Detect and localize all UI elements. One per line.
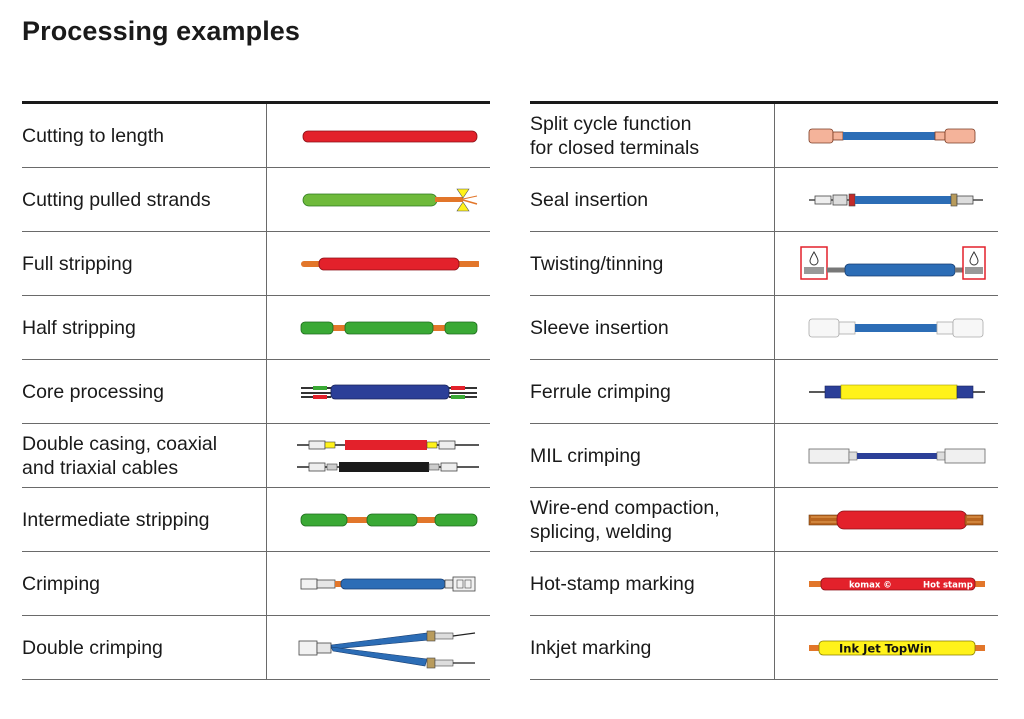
row-label: Seal insertion [530, 168, 775, 231]
table-row: MIL crimping [530, 424, 998, 488]
row-label: Cutting to length [22, 104, 267, 167]
green-cable-intermediate-stripped-icon [300, 513, 477, 526]
closed-terminals-cable-icon [808, 128, 975, 143]
row-label: Twisting/tinning [530, 232, 775, 295]
table-row: Seal insertion [530, 168, 998, 232]
compacted-wire-end-icon [808, 510, 983, 529]
processing-table-left: Cutting to length Cutting pulled strands… [22, 101, 490, 680]
table-row: Split cycle function for closed terminal… [530, 104, 998, 168]
hot-stamp-brand: komax © [849, 580, 892, 590]
mil-crimped-cable-icon [808, 448, 985, 463]
row-label: Half stripping [22, 296, 267, 359]
table-row: Half stripping [22, 296, 490, 360]
table-row: Cutting pulled strands [22, 168, 490, 232]
green-cable-pulled-strands-icon [302, 188, 477, 211]
blue-cable-crimped-icon [300, 576, 475, 591]
row-label: Wire-end compaction, splicing, welding [530, 488, 775, 551]
table-row: Full stripping [22, 232, 490, 296]
row-label: Double casing, coaxial and triaxial cabl… [22, 424, 267, 487]
row-label: Split cycle function for closed terminal… [530, 104, 775, 167]
table-row: Ferrule crimping [530, 360, 998, 424]
row-label: Crimping [22, 552, 267, 615]
table-row: Wire-end compaction, splicing, welding [530, 488, 998, 552]
coaxial-cables-icon [296, 439, 479, 472]
row-label: Sleeve insertion [530, 296, 775, 359]
table-row: Cutting to length [22, 104, 490, 168]
row-label: Ferrule crimping [530, 360, 775, 423]
table-row: Core processing [22, 360, 490, 424]
row-label: Full stripping [22, 232, 267, 295]
red-cable-full-stripped-icon [300, 257, 479, 270]
row-label: Inkjet marking [530, 616, 775, 679]
table-row: Hot-stamp marking komax © Hot stamp [530, 552, 998, 616]
inkjet-marked-cable-icon: Ink Jet TopWin [808, 640, 985, 655]
sleeve-insertion-cable-icon [808, 318, 983, 337]
row-label: Double crimping [22, 616, 267, 679]
row-label: Core processing [22, 360, 267, 423]
blue-cable-cores-icon [300, 384, 477, 399]
table-row: Inkjet marking Ink Jet TopWin [530, 616, 998, 680]
seal-insertion-cable-icon [808, 193, 983, 206]
row-label: Cutting pulled strands [22, 168, 267, 231]
double-crimp-cable-icon [298, 630, 475, 668]
red-cable-icon [302, 130, 477, 142]
row-label: Hot-stamp marking [530, 552, 775, 615]
table-row: Intermediate stripping [22, 488, 490, 552]
row-label: Intermediate stripping [22, 488, 267, 551]
processing-table-right: Split cycle function for closed terminal… [530, 101, 998, 680]
table-row: Crimping [22, 552, 490, 616]
table-row: Sleeve insertion [530, 296, 998, 360]
green-cable-half-stripped-icon [300, 321, 477, 334]
page-title: Processing examples [22, 16, 301, 46]
table-row: Double crimping [22, 616, 490, 680]
hot-stamp-marked-cable-icon: komax © Hot stamp [808, 577, 985, 590]
table-row: Twisting/tinning [530, 232, 998, 296]
inkjet-text: Ink Jet TopWin [839, 641, 932, 655]
row-label: MIL crimping [530, 424, 775, 487]
table-row: Double casing, coaxial and triaxial cabl… [22, 424, 490, 488]
hot-stamp-text: Hot stamp [923, 580, 973, 590]
twisted-tinned-cable-icon [799, 245, 986, 280]
ferrule-crimped-cable-icon [808, 384, 985, 399]
